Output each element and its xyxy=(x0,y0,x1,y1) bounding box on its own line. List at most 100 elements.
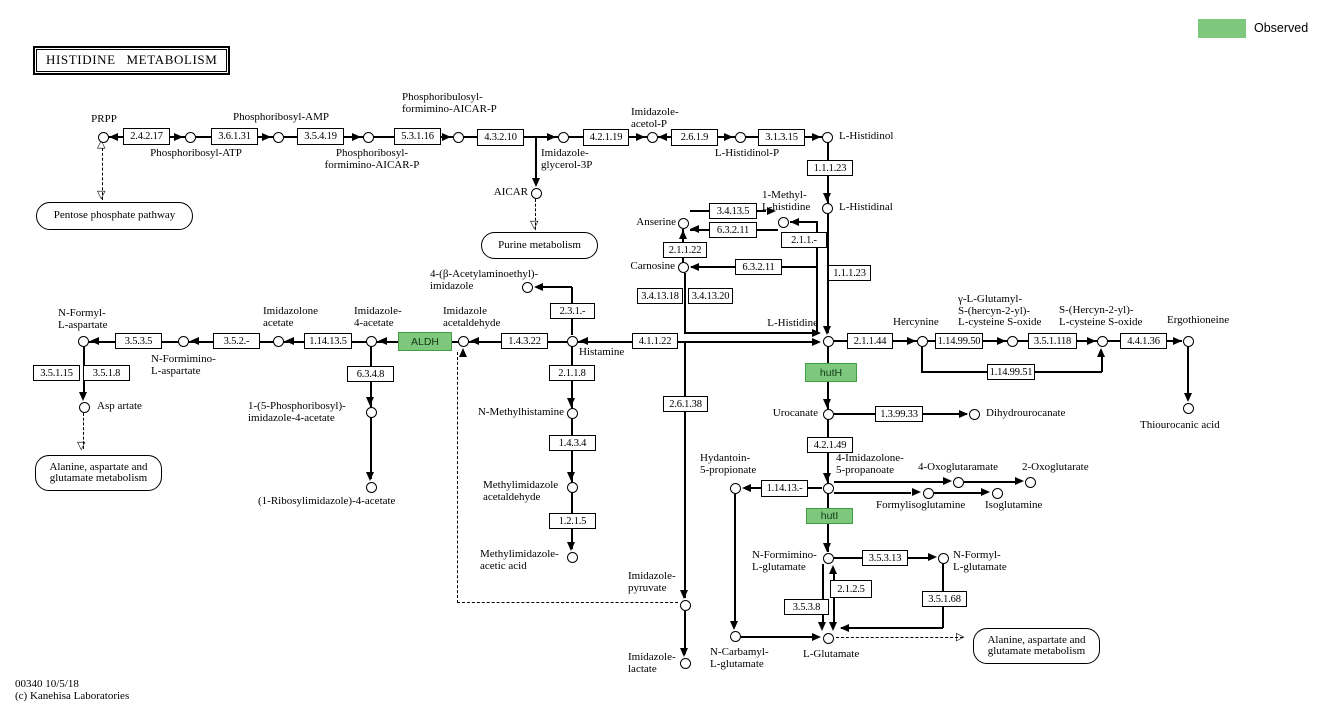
compound-phosphoribulosyl-formimino-aicar-p[interactable] xyxy=(452,131,464,143)
enzyme-box-3.5.1.68[interactable]: 3.5.1.68 xyxy=(922,591,967,607)
compound-n-carbamyl-l-glutamate[interactable] xyxy=(729,630,741,642)
compound-n-formyl-l-glutamate[interactable] xyxy=(937,552,949,564)
enzyme-box-4.4.1.36[interactable]: 4.4.1.36 xyxy=(1120,333,1167,349)
enzyme-box-2.3.1.-[interactable]: 2.3.1.- xyxy=(550,303,595,319)
compound-l-histidinol-p[interactable] xyxy=(734,131,746,143)
compound-aicar[interactable] xyxy=(530,187,542,199)
compound-n-formimino-l-aspartate[interactable] xyxy=(177,335,189,347)
compound-methylimidazole-acetaldehyde[interactable] xyxy=(566,481,578,493)
enzyme-box-4.3.2.10[interactable]: 4.3.2.10 xyxy=(477,129,524,146)
enzyme-box-1.4.3.22[interactable]: 1.4.3.22 xyxy=(501,333,548,349)
enzyme-box-3.5.3.13[interactable]: 3.5.3.13 xyxy=(862,550,908,566)
compound-s-hercyn-2-yl-l-cysteine-s-oxide[interactable] xyxy=(1096,335,1108,347)
enzyme-box-4.2.1.49[interactable]: 4.2.1.49 xyxy=(807,437,853,453)
enzyme-box-6.3.4.8[interactable]: 6.3.4.8 xyxy=(347,366,394,382)
pathway-title-box: HISTIDINE METABOLISM xyxy=(33,46,231,75)
compound-hydantoin-5-propionate[interactable] xyxy=(729,482,741,494)
compound-1-methyl-l-histidine[interactable] xyxy=(777,216,789,228)
compound-4-oxoglutaramate[interactable] xyxy=(952,476,964,488)
enzyme-box-3.4.13.20[interactable]: 3.4.13.20 xyxy=(688,288,733,304)
compound-aspartate[interactable] xyxy=(78,401,90,413)
compound-imidazole-4-acetate[interactable] xyxy=(365,335,377,347)
compound-hercynine[interactable] xyxy=(916,335,928,347)
enzyme-box-2.1.1.-[interactable]: 2.1.1.- xyxy=(781,232,827,248)
enzyme-box-2.1.2.5[interactable]: 2.1.2.5 xyxy=(830,580,872,598)
enzyme-box-4.2.1.19[interactable]: 4.2.1.19 xyxy=(583,129,629,146)
enzyme-box-1.1.1.23[interactable]: 1.1.1.23 xyxy=(807,160,853,176)
compound-prpp[interactable] xyxy=(97,131,109,143)
enzyme-box-3.5.3.8[interactable]: 3.5.3.8 xyxy=(784,599,829,615)
enzyme-box-3.1.3.15[interactable]: 3.1.3.15 xyxy=(758,129,805,146)
pathway-link-pentose-phosphate-pathway[interactable]: Pentose phosphate pathway xyxy=(36,202,193,230)
enzyme-box-2.1.1.44[interactable]: 2.1.1.44 xyxy=(847,333,893,349)
enzyme-box-1.4.3.4[interactable]: 1.4.3.4 xyxy=(549,435,596,451)
pathway-link-purine-metabolism[interactable]: Purine metabolism xyxy=(481,232,598,259)
enzyme-box-1.14.99.50[interactable]: 1.14.99.50 xyxy=(935,333,983,349)
compound-imidazole-acetol-p[interactable] xyxy=(646,131,658,143)
enzyme-box-1.14.13.5[interactable]: 1.14.13.5 xyxy=(304,333,352,349)
compound-gamma-l-glutamyl-s-hercyn-2-yl-l-cysteine-s-oxide[interactable] xyxy=(1006,335,1018,347)
compound-label-imidazolone-acetate: Imidazolone acetate xyxy=(263,305,318,329)
compound-imidazole-acetaldehyde[interactable] xyxy=(457,335,469,347)
compound-methylimidazole-acetic-acid[interactable] xyxy=(566,551,578,563)
enzyme-box-3.5.1.8[interactable]: 3.5.1.8 xyxy=(83,365,130,381)
enzyme-box-2.6.1.38[interactable]: 2.6.1.38 xyxy=(663,396,708,412)
enzyme-box-3.4.13.18[interactable]: 3.4.13.18 xyxy=(637,288,683,304)
enzyme-box-2.1.1.22[interactable]: 2.1.1.22 xyxy=(663,242,707,258)
compound-imidazole-lactate[interactable] xyxy=(679,657,691,669)
enzyme-box-2.4.2.17[interactable]: 2.4.2.17 xyxy=(123,128,170,145)
enzyme-box-5.3.1.16[interactable]: 5.3.1.16 xyxy=(394,128,441,145)
pathway-line xyxy=(103,136,828,138)
compound-1-ribosylimidazole-4-acetate[interactable] xyxy=(365,481,377,493)
compound-imidazole-pyruvate[interactable] xyxy=(679,599,691,611)
enzyme-box-2.6.1.9[interactable]: 2.6.1.9 xyxy=(671,129,718,146)
compound-1-5-phosphoribosyl-imidazole-4-acetate[interactable] xyxy=(365,406,377,418)
compound-phosphoribosyl-formimino-aicar-p[interactable] xyxy=(362,131,374,143)
compound-n-formimino-l-glutamate[interactable] xyxy=(822,552,834,564)
enzyme-box-4.1.1.22[interactable]: 4.1.1.22 xyxy=(632,333,678,349)
enzyme-box-hutH[interactable]: hutH xyxy=(805,363,857,382)
compound-n-methylhistamine[interactable] xyxy=(566,407,578,419)
compound-dihydrourocanate[interactable] xyxy=(968,408,980,420)
enzyme-box-1.2.1.5[interactable]: 1.2.1.5 xyxy=(549,513,596,529)
enzyme-box-3.5.3.5[interactable]: 3.5.3.5 xyxy=(115,333,162,349)
enzyme-box-3.5.1.118[interactable]: 3.5.1.118 xyxy=(1028,333,1077,349)
compound-anserine[interactable] xyxy=(677,217,689,229)
enzyme-box-hutI[interactable]: hutI xyxy=(806,508,853,524)
enzyme-box-2.1.1.8[interactable]: 2.1.1.8 xyxy=(549,365,595,381)
enzyme-box-1.1.1.23[interactable]: 1.1.1.23 xyxy=(828,265,871,281)
compound-l-histidine[interactable] xyxy=(822,335,834,347)
enzyme-box-3.5.2.-[interactable]: 3.5.2.- xyxy=(213,333,260,349)
compound-4-imidazolone-5-propanoate[interactable] xyxy=(822,482,834,494)
compound-ergothioneine[interactable] xyxy=(1182,335,1194,347)
compound-urocanate[interactable] xyxy=(822,408,834,420)
compound-histamine[interactable] xyxy=(566,335,578,347)
enzyme-box-6.3.2.11[interactable]: 6.3.2.11 xyxy=(735,259,782,275)
compound-isoglutamine[interactable] xyxy=(991,487,1003,499)
enzyme-box-1.14.13.-[interactable]: 1.14.13.- xyxy=(761,480,808,497)
compound-imidazolone-acetate[interactable] xyxy=(272,335,284,347)
compound-formylisoglutamine[interactable] xyxy=(922,487,934,499)
pathway-link-alanine-aspartate-glutamate-metabolism-left[interactable]: Alanine, aspartate and glutamate metabol… xyxy=(35,455,162,491)
enzyme-box-3.5.4.19[interactable]: 3.5.4.19 xyxy=(297,128,344,145)
compound-carnosine[interactable] xyxy=(677,261,689,273)
compound-imidazole-glycerol-3p[interactable] xyxy=(557,131,569,143)
enzyme-box-3.5.1.15[interactable]: 3.5.1.15 xyxy=(33,365,80,381)
enzyme-box-6.3.2.11[interactable]: 6.3.2.11 xyxy=(709,222,757,238)
compound-label-l-glutamate: L-Glutamate xyxy=(803,648,860,660)
pathway-link-alanine-aspartate-glutamate-metabolism-right[interactable]: Alanine, aspartate and glutamate metabol… xyxy=(973,628,1100,664)
enzyme-box-1.14.99.51[interactable]: 1.14.99.51 xyxy=(987,364,1035,380)
enzyme-box-ALDH[interactable]: ALDH xyxy=(398,332,452,351)
enzyme-box-1.3.99.33[interactable]: 1.3.99.33 xyxy=(875,406,923,422)
compound-l-histidinal[interactable] xyxy=(821,202,833,214)
enzyme-box-3.6.1.31[interactable]: 3.6.1.31 xyxy=(211,128,258,145)
compound-phosphoribosyl-atp[interactable] xyxy=(184,131,196,143)
enzyme-box-3.4.13.5[interactable]: 3.4.13.5 xyxy=(709,203,757,219)
compound-n-formyl-l-aspartate[interactable] xyxy=(77,335,89,347)
compound-2-oxoglutarate[interactable] xyxy=(1024,476,1036,488)
compound-4-beta-acetylaminoethyl-imidazole[interactable] xyxy=(521,281,533,293)
compound-thiourocanic-acid[interactable] xyxy=(1182,402,1194,414)
compound-l-glutamate[interactable] xyxy=(822,632,834,644)
compound-l-histidinol[interactable] xyxy=(821,131,833,143)
compound-phosphoribosyl-amp[interactable] xyxy=(272,131,284,143)
